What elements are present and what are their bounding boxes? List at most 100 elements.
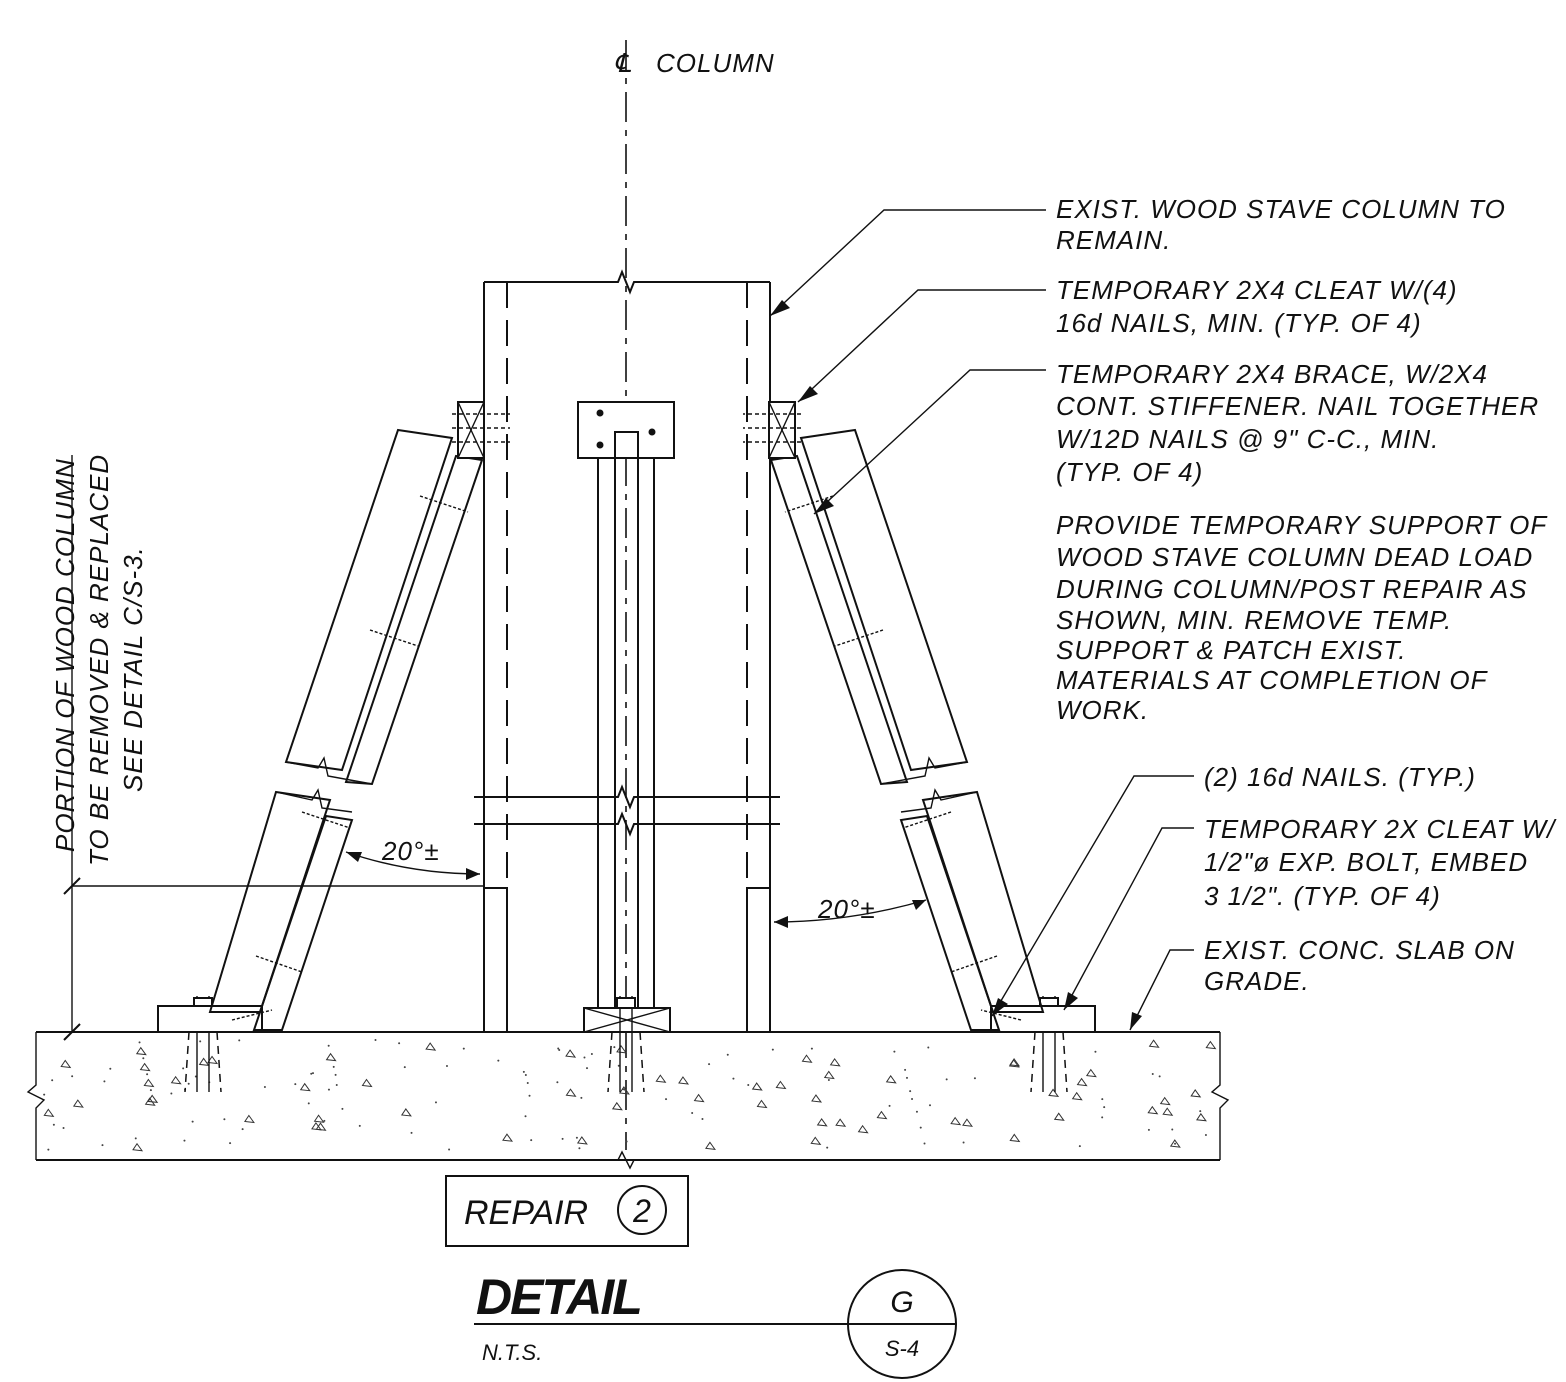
aggregate-mark (1009, 1133, 1021, 1143)
aggregate-mark (147, 1094, 159, 1104)
aggregate-mark (565, 1088, 577, 1097)
aggregate-mark (1148, 1039, 1160, 1048)
vertical-note-line-1: PORTION OF WOOD COLUMN (50, 458, 80, 852)
aggregate-dot (183, 1139, 186, 1142)
aggregate-dot (310, 1072, 313, 1075)
aggregate-dot (238, 1039, 241, 1042)
general-note-line-1: PROVIDE TEMPORARY SUPPORT OF (1056, 510, 1548, 540)
aggregate-dot (241, 1128, 244, 1131)
aggregate-mark (502, 1133, 514, 1142)
aggregate-dot (341, 1107, 344, 1110)
aggregate-dot (522, 1070, 525, 1073)
aggregate-dot (170, 1092, 173, 1095)
repair-tag: REPAIR 2 (445, 1175, 689, 1247)
aggregate-mark (135, 1046, 147, 1056)
aggregate-dot (71, 1075, 74, 1078)
aggregate-mark (361, 1078, 373, 1088)
aggregate-mark (1162, 1107, 1174, 1116)
aggregate-mark (885, 1074, 897, 1084)
aggregate-mark (400, 1108, 412, 1117)
callout-5-line-1: TEMPORARY 2X CLEAT W/ (1204, 814, 1557, 844)
repair-tag-text: REPAIR (464, 1194, 588, 1232)
right-temporary-brace (743, 401, 1096, 1033)
aggregate-dot (528, 1094, 531, 1097)
aggregate-mark (1048, 1088, 1060, 1098)
vertical-note-line-2: TO BE REMOVED & REPLACED (84, 454, 114, 866)
aggregate-mark (313, 1114, 325, 1123)
aggregate-dot (497, 1059, 500, 1062)
aggregate-mark (775, 1080, 787, 1090)
wood-stave-column (474, 269, 780, 1033)
aggregate-dot (1158, 1075, 1161, 1078)
aggregate-dot (1094, 1050, 1097, 1053)
callout-5-line-2: 1/2"ø EXP. BOLT, EMBED (1204, 847, 1528, 877)
aggregate-mark (857, 1124, 869, 1134)
aggregate-mark (1071, 1091, 1083, 1101)
aggregate-mark (705, 1141, 716, 1150)
aggregate-dot (771, 1048, 774, 1051)
callout-existing-column: EXIST. WOOD STAVE COLUMN TO REMAIN. (1056, 194, 1505, 255)
aggregate-mark (616, 1044, 628, 1054)
aggregate-dot (665, 1098, 668, 1101)
aggregate-dot (334, 1073, 337, 1076)
aggregate-dot (374, 1039, 377, 1042)
aggregate-dot (191, 1120, 194, 1123)
center-post (577, 401, 675, 1033)
aggregate-mark (835, 1118, 847, 1127)
aggregate-mark (1205, 1040, 1217, 1050)
aggregate-mark (1147, 1105, 1159, 1115)
left-angle-dimension: 20°± (345, 836, 481, 880)
aggregate-dot (332, 1065, 335, 1068)
aggregate-dot (187, 1082, 190, 1085)
aggregate-mark (43, 1108, 55, 1118)
aggregate-dot (51, 1079, 54, 1082)
aggregate-dot (623, 1088, 626, 1091)
aggregate-dot (101, 1144, 104, 1147)
concrete-slab (26, 1031, 1230, 1170)
aggregate-mark (325, 1052, 337, 1062)
aggregate-dot (578, 1147, 581, 1150)
aggregate-dot (398, 1042, 401, 1045)
callout-3-line-3: W/12D NAILS @ 9" C-C., MIN. (1056, 424, 1439, 454)
aggregate-dot (909, 1090, 912, 1093)
general-note-line-4: SHOWN, MIN. REMOVE TEMP. (1056, 605, 1452, 635)
aggregate-dot (625, 1140, 628, 1143)
aggregate-dot (827, 1079, 830, 1082)
aggregate-dot (962, 1141, 965, 1144)
aggregate-dot (888, 1104, 891, 1107)
anchor-bolts (184, 996, 1068, 1093)
callout-top-cleat: TEMPORARY 2X4 CLEAT W/(4) 16d NAILS, MIN… (1056, 275, 1458, 338)
callout-6-line-1: EXIST. CONC. SLAB ON (1204, 935, 1515, 965)
aggregate-mark (72, 1099, 84, 1108)
aggregate-mark (576, 1136, 588, 1145)
aggregate-dot (915, 1110, 918, 1113)
aggregate-dot (613, 1046, 616, 1049)
detail-scale: N.T.S. (482, 1340, 542, 1365)
aggregate-dot (904, 1068, 907, 1071)
aggregate-dot (327, 1044, 330, 1047)
aggregate-dot (905, 1076, 908, 1079)
aggregate-dot (1151, 1073, 1154, 1076)
aggregate-mark (950, 1116, 962, 1126)
callout-2-line-1: TEMPORARY 2X4 CLEAT W/(4) (1056, 275, 1458, 305)
aggregate-mark (823, 1070, 835, 1080)
aggregate-dot (199, 1040, 202, 1043)
aggregate-dot (583, 1056, 586, 1059)
general-note-line-5: SUPPORT & PATCH EXIST. (1056, 635, 1406, 665)
aggregate-dot (691, 1112, 694, 1115)
aggregate-dot (556, 1081, 559, 1084)
aggregate-mark (1076, 1077, 1088, 1087)
aggregate-dot (62, 1127, 65, 1130)
aggregate-dot (323, 1119, 326, 1122)
aggregate-dot (103, 1080, 106, 1083)
callout-2-line-2: 16d NAILS, MIN. (TYP. OF 4) (1056, 308, 1422, 338)
aggregate-mark (678, 1076, 690, 1085)
callout-brace: TEMPORARY 2X4 BRACE, W/2X4 CONT. STIFFEN… (1056, 359, 1538, 487)
aggregate-dot (580, 1096, 583, 1099)
aggregate-dot (448, 1148, 451, 1151)
aggregate-mark (962, 1118, 973, 1127)
aggregate-dot (826, 1146, 829, 1149)
aggregate-dot (810, 1047, 813, 1050)
aggregate-dot (52, 1123, 55, 1126)
